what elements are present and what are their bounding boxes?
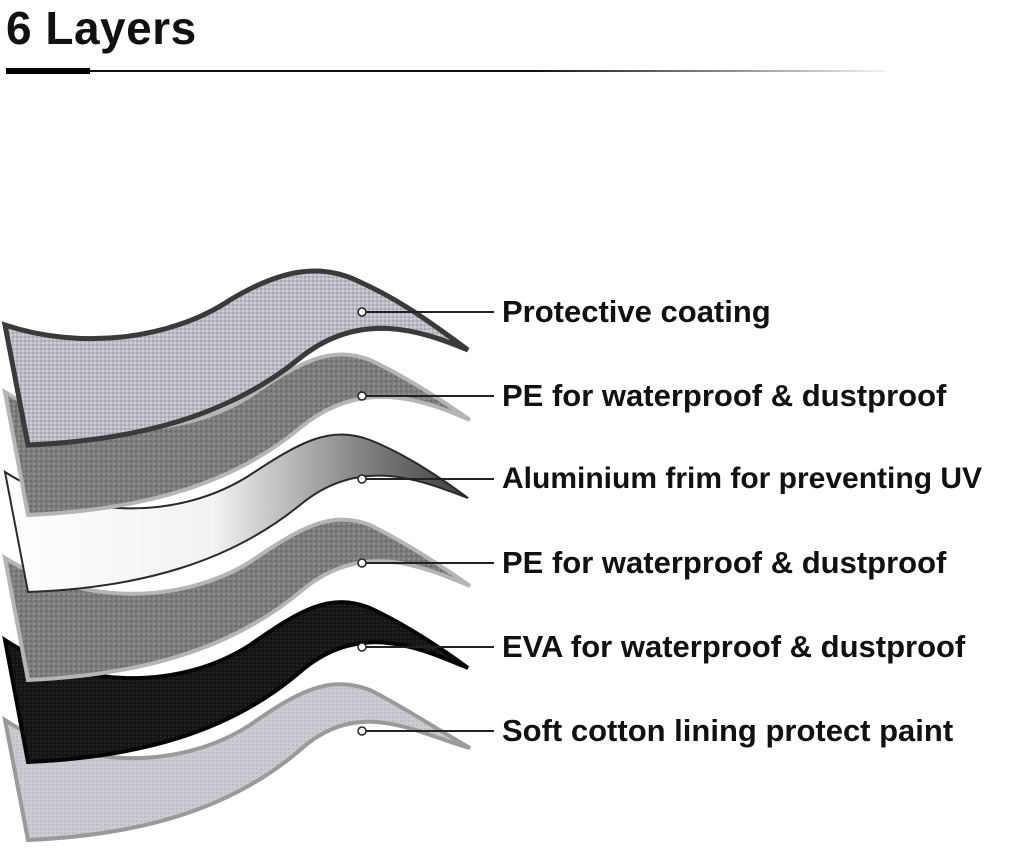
layer-label-pe-upper: PE for waterproof & dustproof	[502, 378, 947, 413]
layer-label-aluminium-film: Aluminium frim for preventing UV	[502, 462, 983, 495]
leader-line-3	[357, 474, 494, 484]
leader-line-6	[357, 726, 494, 736]
pointer-dot	[357, 726, 367, 736]
layer-label-soft-cotton-lining: Soft cotton lining protect paint	[502, 713, 954, 748]
pointer-dot	[357, 307, 367, 317]
title-underline	[6, 70, 886, 72]
pointer-dot	[357, 391, 367, 401]
layer-aluminium-film	[3, 433, 469, 594]
layer-pe-lower	[2, 517, 472, 683]
page-title: 6 Layers	[6, 2, 197, 54]
pointer-dot	[357, 474, 367, 484]
leader-line-1	[357, 307, 494, 317]
pointer-dot	[357, 558, 367, 568]
layer-label-pe-lower: PE for waterproof & dustproof	[502, 545, 947, 580]
leader-line-2	[357, 391, 494, 401]
layer-label-eva: EVA for waterproof & dustproof	[502, 629, 966, 664]
leader-line-4	[357, 558, 494, 568]
title-underline-accent	[6, 68, 90, 74]
pointer-dot	[357, 642, 367, 652]
layer-label-protective-coating: Protective coating	[502, 294, 771, 329]
layer-soft-cotton-lining	[2, 682, 471, 843]
leader-line-5	[357, 642, 494, 652]
layer-protective-coating	[1, 268, 470, 448]
